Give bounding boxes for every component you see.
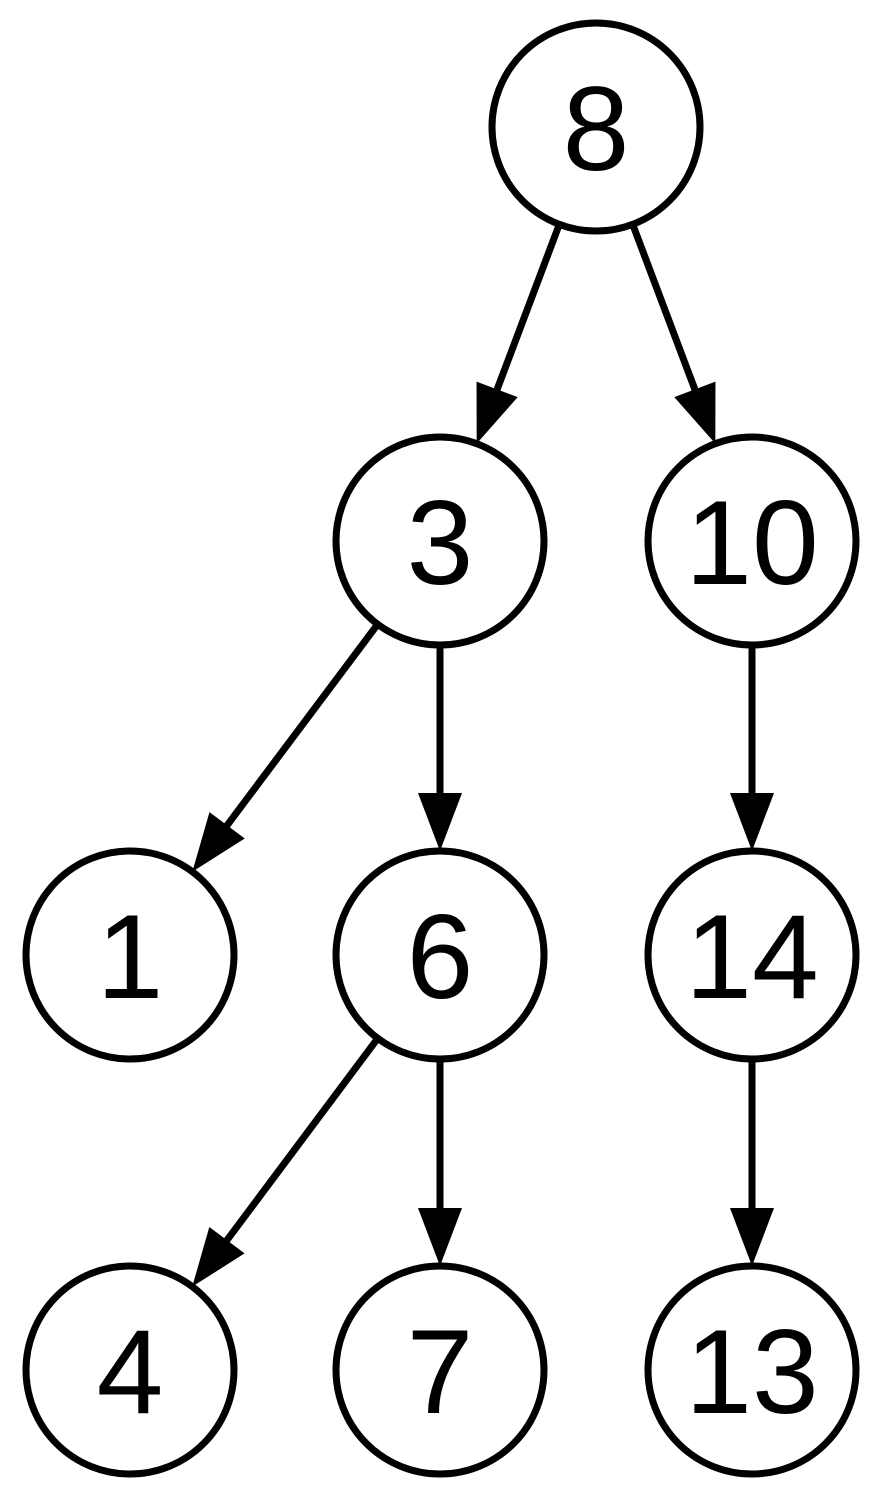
node-label-13: 13 xyxy=(685,1305,818,1439)
tree-node-4: 4 xyxy=(22,1262,238,1478)
arrowhead xyxy=(192,812,245,872)
node-label-14: 14 xyxy=(685,890,818,1024)
edge-line xyxy=(222,1036,381,1244)
tree-node-8: 8 xyxy=(488,19,704,235)
arrowhead xyxy=(730,1208,774,1266)
arrowhead xyxy=(192,1227,245,1287)
tree-node-3: 3 xyxy=(332,433,548,649)
node-label-8: 8 xyxy=(563,62,630,196)
node-circle xyxy=(22,847,238,1063)
node-label-10: 10 xyxy=(685,476,818,610)
edge-8-10 xyxy=(629,223,716,444)
arrowhead xyxy=(476,381,518,444)
node-label-3: 3 xyxy=(407,476,474,610)
edge-3-1 xyxy=(192,622,381,872)
node-circle xyxy=(332,1262,548,1478)
arrowhead xyxy=(418,793,462,851)
edge-line xyxy=(223,622,381,830)
tree-node-1: 1 xyxy=(22,847,238,1063)
edge-3-6 xyxy=(418,645,462,851)
tree-node-14: 14 xyxy=(644,847,860,1063)
tree-node-6: 6 xyxy=(332,847,548,1063)
edge-6-4 xyxy=(192,1036,381,1287)
node-circle xyxy=(332,847,548,1063)
node-label-7: 7 xyxy=(407,1305,474,1439)
arrowhead xyxy=(418,1208,462,1266)
node-circle xyxy=(22,1262,238,1478)
tree-node-10: 10 xyxy=(644,433,860,649)
node-circle xyxy=(644,847,860,1063)
arrowhead xyxy=(674,381,716,444)
node-label-4: 4 xyxy=(97,1305,164,1439)
node-label-6: 6 xyxy=(407,890,474,1024)
node-circle xyxy=(644,1262,860,1478)
edge-line xyxy=(629,223,699,393)
edge-14-13 xyxy=(730,1059,774,1266)
node-circle xyxy=(332,433,548,649)
edge-6-7 xyxy=(418,1059,462,1266)
edge-8-3 xyxy=(476,223,563,444)
node-circle xyxy=(488,19,704,235)
tree-node-7: 7 xyxy=(332,1262,548,1478)
edge-line xyxy=(493,223,563,393)
tree-node-13: 13 xyxy=(644,1262,860,1478)
edge-10-14 xyxy=(730,645,774,851)
arrowhead xyxy=(730,793,774,851)
node-circle xyxy=(644,433,860,649)
node-label-1: 1 xyxy=(97,890,164,1024)
